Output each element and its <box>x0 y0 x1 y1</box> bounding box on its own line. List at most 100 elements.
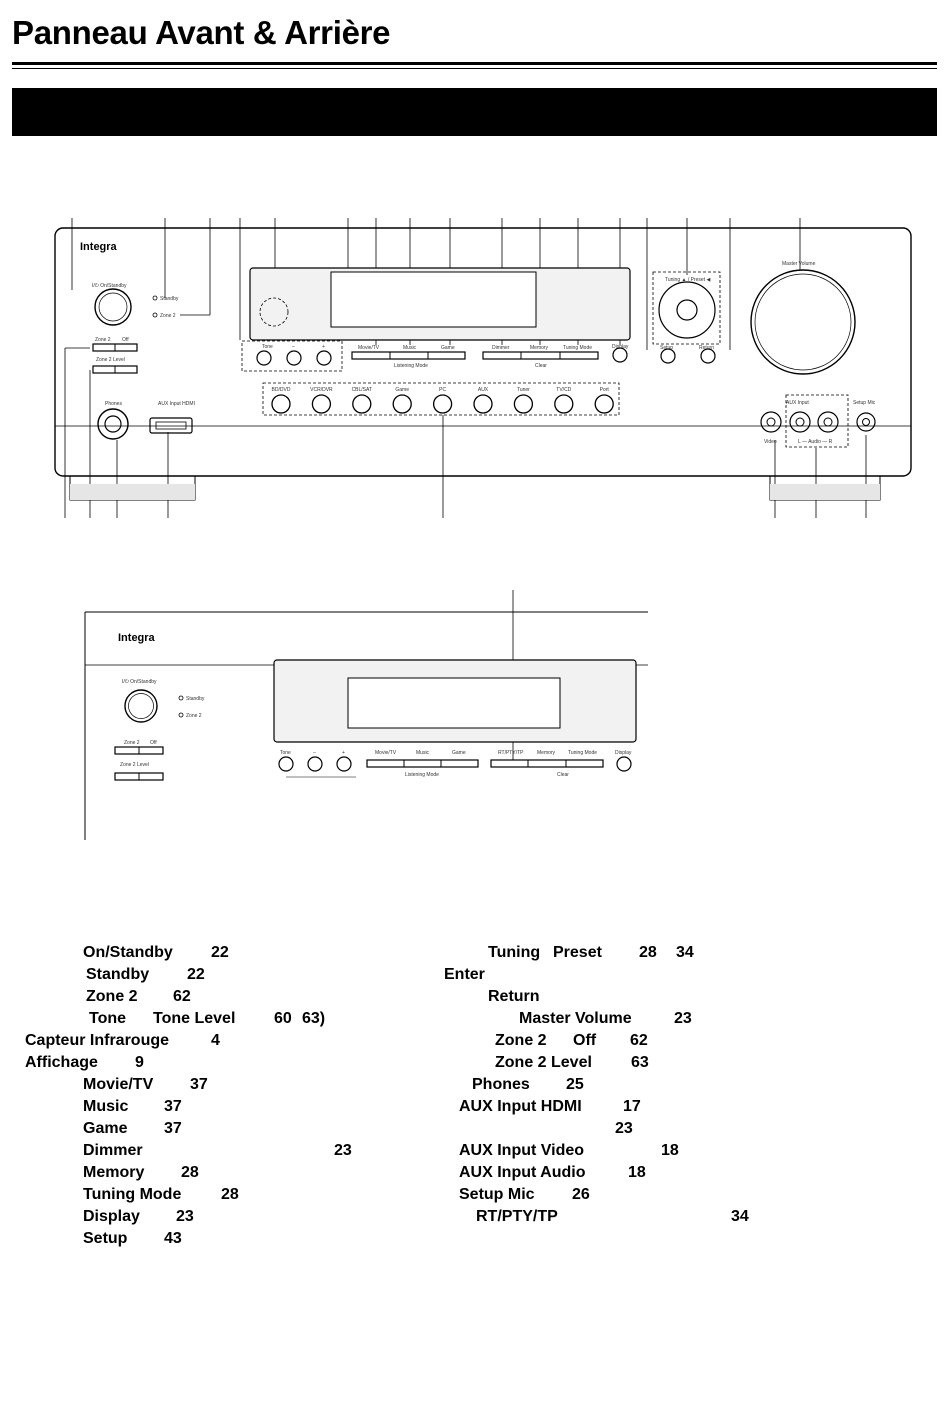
legend-item: Enter <box>444 966 485 983</box>
setup-mic-jack[interactable] <box>856 412 876 432</box>
input-button-label: TV/CD <box>556 387 571 393</box>
legend-item: Tuning Mode <box>83 1186 182 1203</box>
detail-tone-minus-button[interactable] <box>307 756 323 772</box>
tone-minus-label: – <box>292 344 295 350</box>
detail-display-button[interactable] <box>616 756 632 772</box>
section-header-bar <box>12 88 937 136</box>
zone2-label: Zone 2 <box>95 337 111 343</box>
input-button-label: Game <box>395 387 409 393</box>
legend-item: Phones <box>472 1076 530 1093</box>
legend-item: Tuning <box>488 944 541 961</box>
input-button-vcr-dvr[interactable] <box>311 394 332 414</box>
detail-tuning-mode-label: Tuning Mode <box>568 750 597 756</box>
setup-label: Setup <box>660 345 673 351</box>
input-button-aux[interactable] <box>473 394 493 414</box>
phones-label: Phones <box>105 401 122 407</box>
game-label: Game <box>441 345 455 351</box>
input-button-port[interactable] <box>594 394 614 414</box>
legend-item: Setup Mic <box>459 1186 535 1203</box>
tuning-preset-pad[interactable] <box>658 281 716 339</box>
detail-tone-plus-label: + <box>342 750 345 756</box>
listening-mode-caption: Listening Mode <box>394 363 428 369</box>
input-button-tuner[interactable] <box>513 394 534 414</box>
detail-game-label: Game <box>452 750 466 756</box>
power-button[interactable] <box>94 288 132 326</box>
input-button-cbl-sat[interactable] <box>352 394 372 414</box>
aux-audio-r-jack[interactable] <box>817 411 839 433</box>
setup-mic-label: Setup Mic <box>853 400 876 406</box>
aux-hdmi-port[interactable] <box>149 417 193 434</box>
display-button[interactable] <box>612 347 628 363</box>
detail-tone-label: Tone <box>280 750 291 756</box>
movie-tv-label: Movie/TV <box>358 345 380 351</box>
detail-display-label: Display <box>615 750 632 756</box>
enter-button[interactable] <box>676 299 698 321</box>
input-button-tv-cd[interactable] <box>554 394 574 414</box>
aux-audio-l-jack[interactable] <box>789 411 811 433</box>
legend-left: On/Standby 22 Standby 22 Zone 2 62 Tone … <box>0 942 470 1262</box>
legend-item: Display <box>83 1208 140 1225</box>
return-label: Return <box>699 345 714 351</box>
power-label: I/⏻ On/Standby <box>92 283 127 289</box>
detail-off-label: Off <box>150 740 157 746</box>
detail-clear-caption: Clear <box>557 772 569 778</box>
input-button-label: VCR/DVR <box>310 387 333 393</box>
legend-item: AUX Input Video <box>459 1142 585 1159</box>
clear-caption: Clear <box>535 363 547 369</box>
front-panel-diagram: Integra I/⏻ On/Standby Standby Zone 2 Zo… <box>54 218 912 518</box>
input-button-label: Port <box>600 387 610 393</box>
tone-minus-button[interactable] <box>286 350 302 366</box>
tone-plus-label: + <box>322 344 325 350</box>
input-button-label: Tuner <box>517 387 530 393</box>
legend-item: On/Standby <box>83 944 173 961</box>
legend-item: Dimmer <box>83 1142 143 1159</box>
phones-jack[interactable] <box>97 408 129 440</box>
aux-hdmi-label: AUX Input HDMI <box>158 401 195 407</box>
detail-tone-minus-label: – <box>313 750 316 756</box>
audio-label: L — Audio — R <box>798 439 833 445</box>
input-button-pc[interactable] <box>432 394 453 414</box>
legend-item: Zone 2 Level <box>495 1054 592 1071</box>
legend-item: Standby <box>86 966 150 983</box>
input-button-label: CBL/SAT <box>352 387 372 393</box>
legend-item: Setup <box>83 1230 128 1247</box>
display-label: Display <box>612 344 629 350</box>
music-label: Music <box>403 345 417 351</box>
legend-item: AUX Input HDMI <box>459 1098 582 1115</box>
legend-item: Master Volume <box>519 1010 632 1027</box>
legend-item: Capteur Infrarouge <box>25 1032 170 1049</box>
legend-item: Affichage <box>25 1054 98 1071</box>
video-label: Video <box>764 439 777 445</box>
remote-sensor <box>259 297 289 327</box>
memory-label: Memory <box>530 345 549 351</box>
standby-label: Standby <box>160 296 179 302</box>
detail-zone2-indicator-label: Zone 2 <box>186 713 202 719</box>
title-rule-thin <box>12 68 937 69</box>
legend-item: Return <box>488 988 540 1005</box>
zone2-indicator <box>152 312 158 318</box>
detail-power-button[interactable] <box>124 689 158 723</box>
legend-item: Game <box>83 1120 128 1137</box>
input-button-label: PC <box>439 387 446 393</box>
tone-button[interactable] <box>256 350 272 366</box>
detail-tone-plus-button[interactable] <box>336 756 352 772</box>
input-button-bd-dvd[interactable] <box>271 394 291 414</box>
aux-video-jack[interactable] <box>760 411 782 433</box>
legend-right: Tuning Preset 28 34 Enter Return Master … <box>0 942 950 1242</box>
panel-detail-diagram: Integra I/⏻ On/Standby Standby Zone 2 Zo… <box>84 590 648 840</box>
dimmer-label: Dimmer <box>492 345 510 351</box>
off-label: Off <box>122 337 129 343</box>
setup-button[interactable] <box>660 348 676 364</box>
zone2-indicator-label: Zone 2 <box>160 313 176 319</box>
detail-tone-button[interactable] <box>278 756 294 772</box>
detail-music-label: Music <box>416 750 430 756</box>
detail-listening-caption: Listening Mode <box>405 772 439 778</box>
return-button[interactable] <box>700 348 716 364</box>
tone-plus-button[interactable] <box>316 350 332 366</box>
detail-standby-label: Standby <box>186 696 205 702</box>
master-volume-label: Master Volume <box>782 261 816 267</box>
input-button-game[interactable] <box>392 394 412 414</box>
master-volume-knob[interactable] <box>750 269 856 375</box>
title-rule <box>12 62 937 65</box>
legend-item: Music <box>83 1098 129 1115</box>
